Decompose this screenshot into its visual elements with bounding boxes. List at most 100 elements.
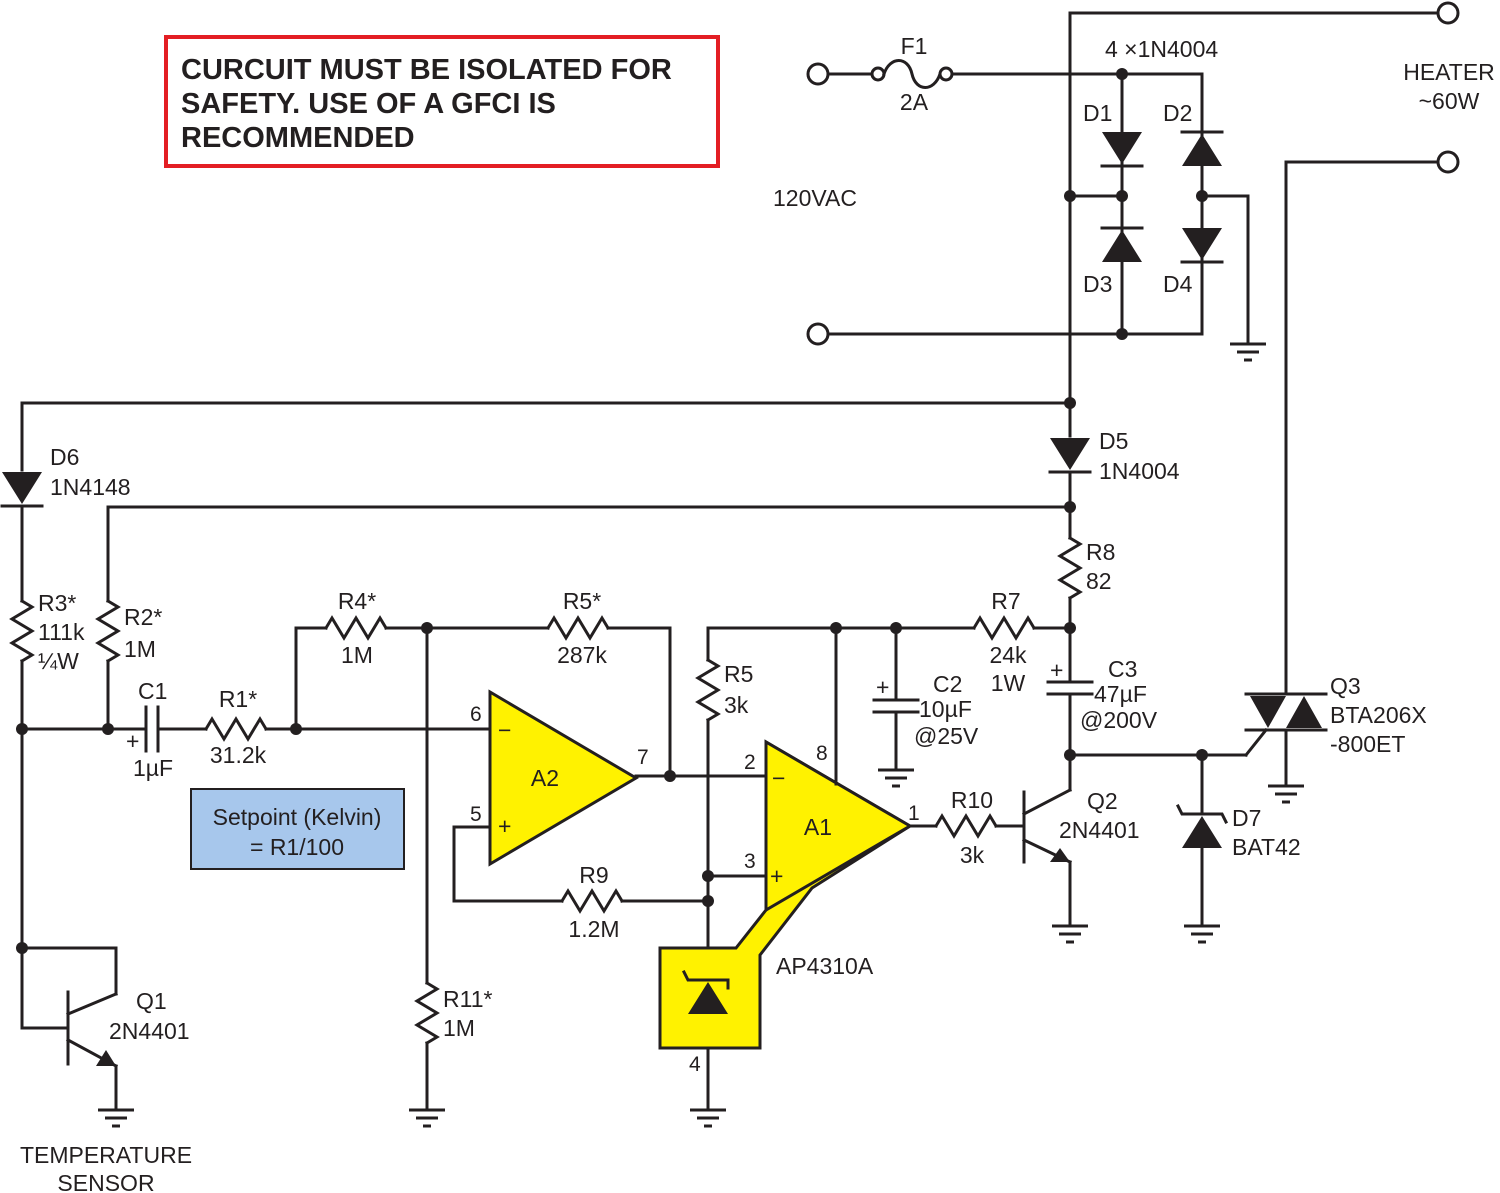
- a1-pin-8: 8: [816, 742, 828, 765]
- d6-name: D6: [50, 444, 79, 470]
- triac-q3: Q3 BTA206X -800ET: [1243, 160, 1427, 778]
- a2-name: A2: [531, 765, 559, 791]
- a1-minus: −: [772, 765, 785, 791]
- diode-d3: [1100, 226, 1144, 262]
- resistor-r5: R5 3k: [695, 657, 753, 723]
- a2-plus: +: [498, 813, 511, 839]
- r5-feedback-value: 287k: [557, 642, 607, 668]
- ac-terminal-bottom: [806, 322, 830, 346]
- q1-value: 2N4401: [109, 1018, 190, 1044]
- r9-value: 1.2M: [568, 916, 619, 942]
- r7-name: R7: [991, 588, 1020, 614]
- r4-value: 1M: [341, 642, 373, 668]
- ap4310a-package: A1 − + 2 3 8 1 4 AP4310A: [658, 739, 920, 1076]
- r11-value: 1M: [443, 1015, 475, 1041]
- d2-name: D2: [1163, 100, 1192, 126]
- c3-value: 47µF: [1094, 681, 1147, 707]
- ap4310a-label: AP4310A: [776, 953, 874, 979]
- d7-value: BAT42: [1232, 834, 1301, 860]
- a1-pin-2: 2: [744, 751, 756, 774]
- q3-name: Q3: [1330, 673, 1361, 699]
- heater-terminal-top: [1436, 1, 1460, 25]
- r3-value2: ¼W: [38, 648, 79, 674]
- a2-pin-7: 7: [637, 746, 649, 769]
- diode-d1: [1100, 132, 1144, 168]
- f1-name: F1: [901, 33, 928, 59]
- q2-value: 2N4401: [1059, 817, 1140, 843]
- c3-name: C3: [1108, 656, 1137, 682]
- setpoint-note: Setpoint (Kelvin) = R1/100: [190, 788, 405, 870]
- c2-value: 10µF: [919, 696, 972, 722]
- r7-value2: 1W: [991, 670, 1026, 696]
- r5-feedback-name: R5*: [563, 588, 601, 614]
- warning-line-1: CURCUIT MUST BE ISOLATED FOR: [181, 54, 672, 86]
- bridge-label: 4 ×1N4004: [1105, 36, 1218, 62]
- resistor-r11: R11* 1M: [414, 980, 492, 1046]
- a2-pin-6: 6: [470, 703, 482, 726]
- resistor-r9: R9 1.2M: [559, 862, 625, 942]
- c3-plus: +: [1050, 657, 1063, 683]
- safety-warning-box: CURCUIT MUST BE ISOLATED FOR SAFETY. USE…: [164, 35, 720, 168]
- r8-name: R8: [1086, 539, 1115, 565]
- resistor-r2: R2* 1M: [95, 598, 162, 664]
- resistor-r10: R10 3k: [933, 787, 999, 868]
- d5-name: D5: [1099, 428, 1128, 454]
- c1-name: C1: [138, 678, 167, 704]
- a1-pin-4: 4: [689, 1053, 701, 1076]
- setpoint-note-line-1: Setpoint (Kelvin): [213, 804, 382, 830]
- q2-name: Q2: [1087, 788, 1118, 814]
- a1-pin-1: 1: [908, 802, 920, 825]
- r7-value: 24k: [989, 642, 1027, 668]
- a2-minus: −: [498, 717, 511, 743]
- d1-name: D1: [1083, 100, 1112, 126]
- warning-line-3: RECOMMENDED: [181, 122, 415, 154]
- diode-d2: [1180, 130, 1224, 166]
- heater-label-2: ~60W: [1419, 88, 1480, 114]
- c3-value2: @200V: [1080, 707, 1158, 733]
- resistor-r5-feedback: R5* 287k: [545, 588, 611, 668]
- r4-name: R4*: [338, 588, 376, 614]
- d4-name: D4: [1163, 271, 1193, 297]
- c2-value2: @25V: [914, 723, 979, 749]
- ac-terminal-top: [806, 62, 830, 86]
- r2-name: R2*: [124, 604, 162, 630]
- r8-value: 82: [1086, 568, 1112, 594]
- reference-diode: [681, 969, 730, 1014]
- diode-d4: [1180, 228, 1224, 264]
- diode-d5: D5 1N4004: [1048, 428, 1180, 484]
- d7-name: D7: [1232, 805, 1261, 831]
- heater-terminal-bottom: [1436, 150, 1460, 174]
- f1-value: 2A: [900, 89, 929, 115]
- transistor-q1: Q1 2N4401: [65, 988, 190, 1069]
- r10-value: 3k: [960, 842, 985, 868]
- r5-name: R5: [724, 661, 753, 687]
- resistor-r7: R7 24k 1W: [971, 588, 1037, 696]
- setpoint-note-line-2: = R1/100: [250, 834, 344, 860]
- a1-pin-3: 3: [744, 850, 756, 873]
- heater-label-1: HEATER: [1403, 59, 1495, 85]
- bridge-rectifier: 4 ×1N4004 D1 D2 D3 D4: [1064, 36, 1268, 362]
- diode-d7: D7 BAT42: [1175, 803, 1301, 860]
- warning-line-2: SAFETY. USE OF A GFCI IS: [181, 88, 556, 120]
- diode-d6: D6 1N4148: [0, 444, 131, 508]
- supply-label: 120VAC: [773, 185, 857, 211]
- heater-terminals: HEATER ~60W: [1068, 1, 1495, 174]
- capacitor-c2: + C2 10µF @25V: [872, 671, 979, 749]
- d5-value: 1N4004: [1099, 458, 1180, 484]
- r11-name: R11*: [443, 986, 492, 1012]
- c2-plus: +: [876, 674, 889, 700]
- r1-value: 31.2k: [210, 742, 267, 768]
- ac-input: F1 2A 120VAC: [773, 33, 1204, 346]
- resistor-r3: R3* 111k ¼W: [9, 590, 85, 674]
- a1-plus: +: [770, 863, 783, 889]
- c2-name: C2: [933, 671, 962, 697]
- resistor-r8: R8 82: [1057, 535, 1115, 601]
- c1-plus: +: [126, 728, 139, 754]
- r2-value: 1M: [124, 636, 156, 662]
- r3-value: 111k: [38, 619, 85, 645]
- a1-name: A1: [804, 814, 832, 840]
- r10-name: R10: [951, 787, 993, 813]
- q3-value: BTA206X: [1330, 702, 1427, 728]
- r1-name: R1*: [219, 686, 257, 712]
